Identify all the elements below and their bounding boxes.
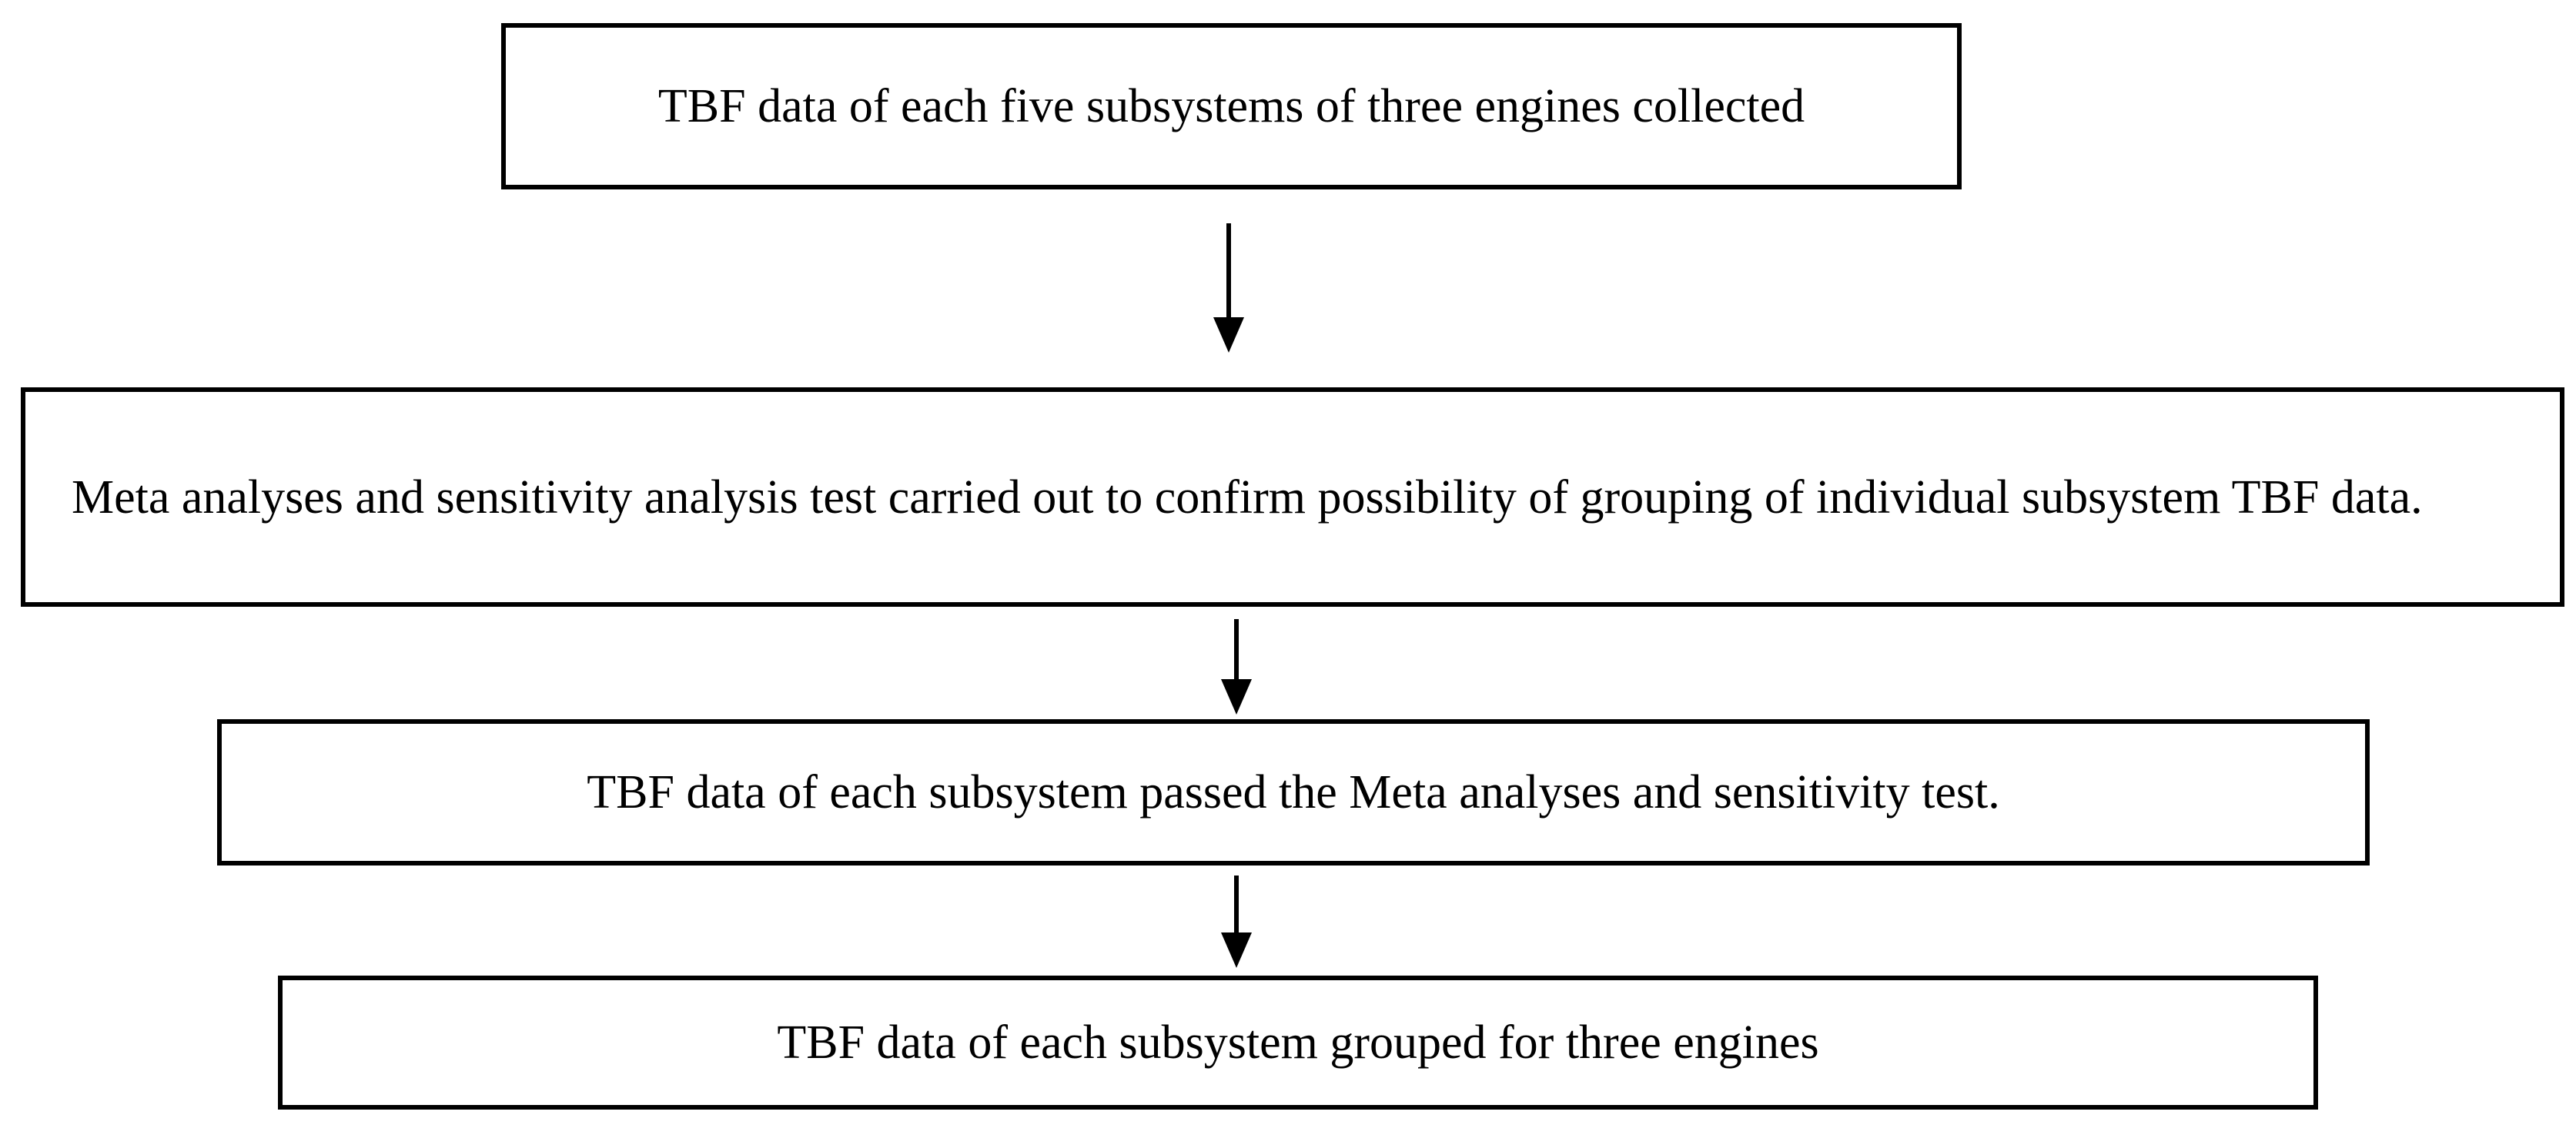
flow-step-4-box: TBF data of each subsystem grouped for t… [278,976,2318,1110]
flow-step-2-box: Meta analyses and sensitivity analysis t… [21,387,2564,607]
flow-step-4-text: TBF data of each subsystem grouped for t… [777,1016,1819,1069]
arrow-down-icon [1213,223,1244,353]
flow-step-1-text: TBF data of each five subsystems of thre… [657,80,1805,132]
flow-step-3-text: TBF data of each subsystem passed the Me… [587,766,2000,819]
arrow-down-icon [1221,619,1252,715]
flow-step-1-box: TBF data of each five subsystems of thre… [501,23,1962,189]
flow-step-2-text: Meta analyses and sensitivity analysis t… [72,470,2423,524]
arrow-down-icon [1221,876,1252,968]
flow-step-3-box: TBF data of each subsystem passed the Me… [217,719,2370,865]
